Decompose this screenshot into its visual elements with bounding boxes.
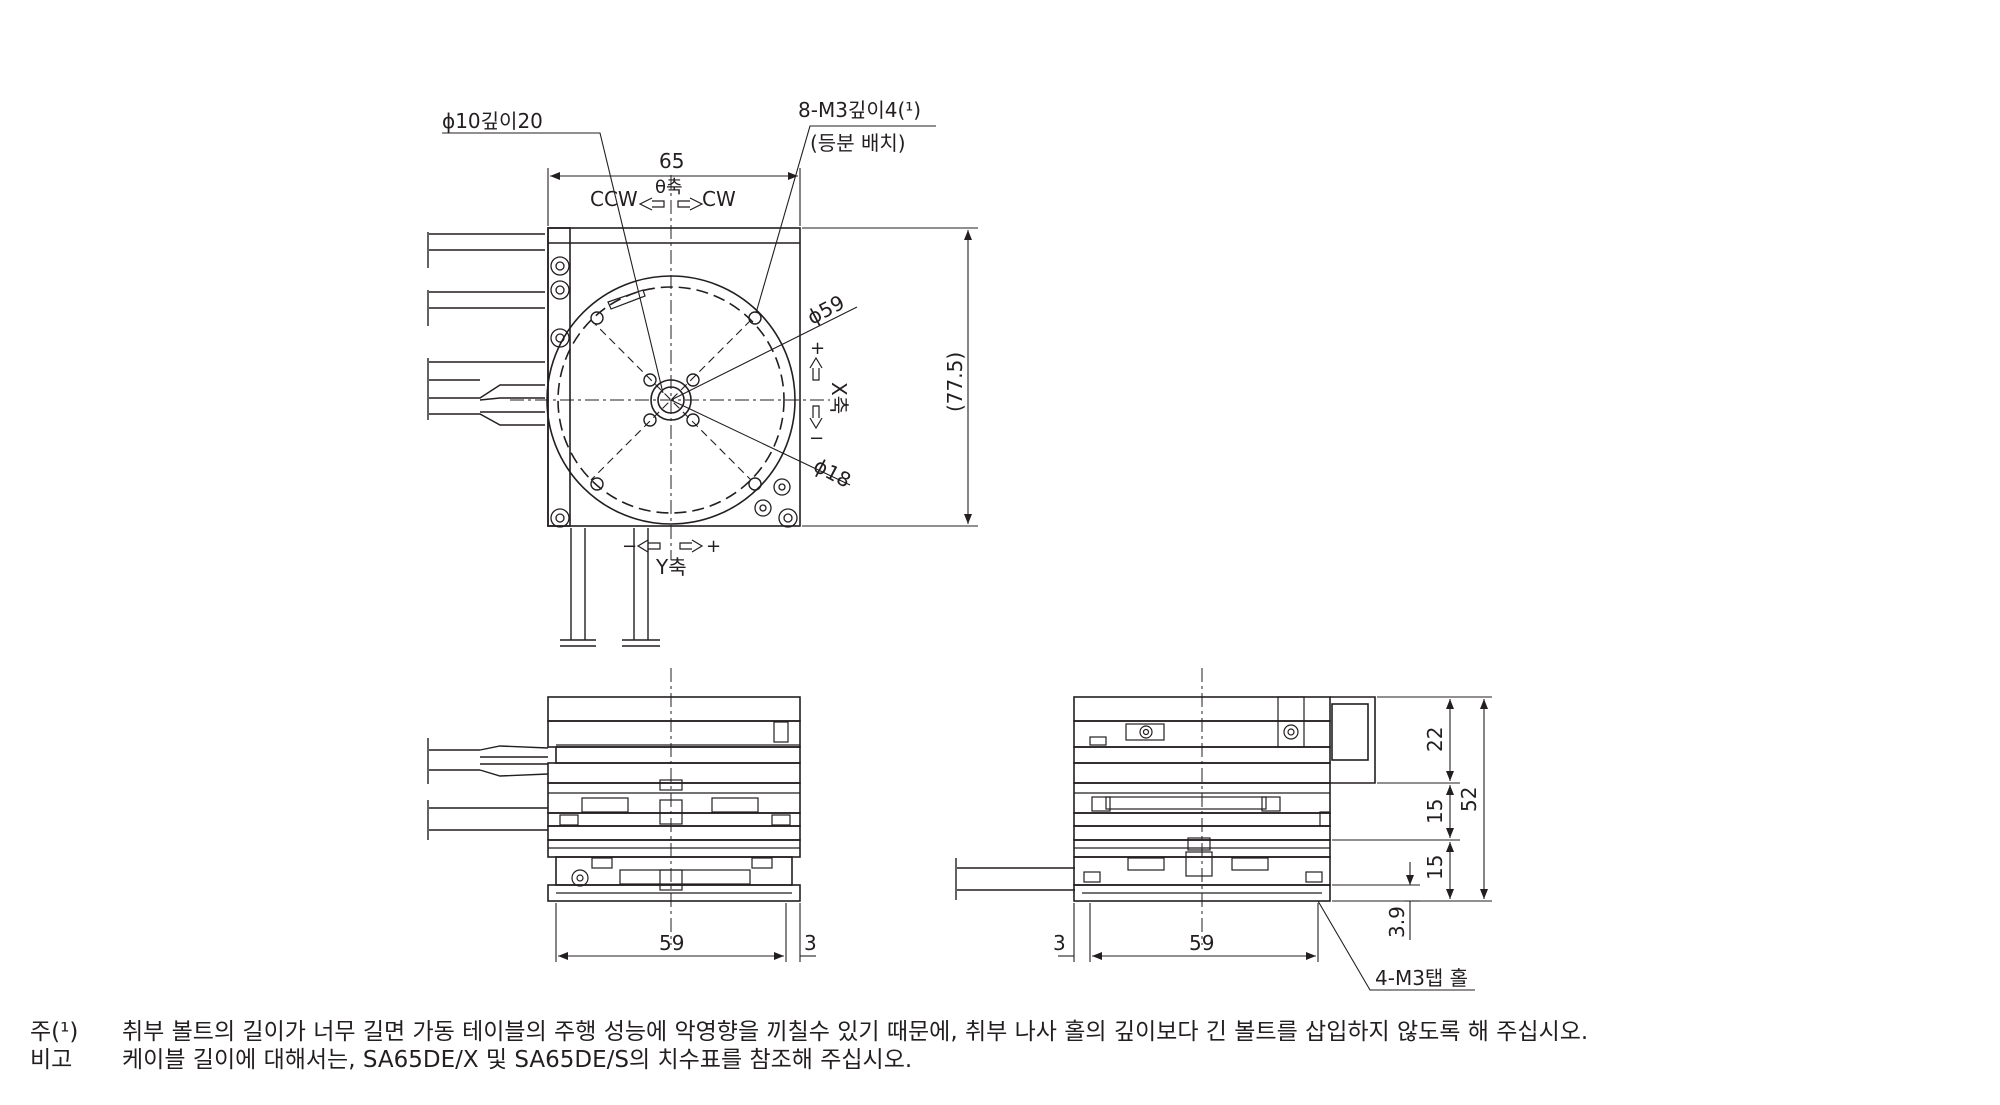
front-dims bbox=[555, 903, 816, 962]
front-width-59-label: 59 bbox=[659, 931, 684, 955]
note-1: 주(¹) 취부 볼트의 길이가 너무 길면 가동 테이블의 주행 성능에 악영향… bbox=[30, 1018, 1588, 1046]
y-axis-label: Y축 bbox=[655, 555, 687, 579]
y-plus-label: + bbox=[706, 536, 721, 557]
side-offset-3-label: 3 bbox=[1053, 931, 1066, 955]
dia-59-label: ϕ59 bbox=[803, 290, 848, 329]
front-view bbox=[427, 668, 816, 962]
cw-label: CW bbox=[702, 187, 736, 211]
side-height-15b-label: 15 bbox=[1423, 855, 1447, 880]
front-cables bbox=[427, 738, 549, 840]
width-65-label: 65 bbox=[659, 149, 684, 173]
dia-18-label: ϕ18 bbox=[810, 453, 855, 492]
height-77-5-label: (77.5) bbox=[943, 352, 967, 412]
dim-77-5 bbox=[802, 227, 978, 527]
side-height-dims bbox=[1332, 696, 1492, 940]
note-2-mark: 비고 bbox=[30, 1047, 73, 1073]
note-2: 비고 케이블 길이에 대해서는, SA65DE/X 및 SA65DE/S의 치수… bbox=[30, 1046, 1588, 1074]
stage-body bbox=[547, 227, 801, 527]
side-tap-label: 4-M3탭 홀 bbox=[1375, 966, 1468, 990]
hole-depth-label: ϕ10깊이20 bbox=[442, 109, 543, 133]
theta-axis-label: θ축 bbox=[655, 177, 683, 198]
top-stand bbox=[560, 528, 660, 647]
side-width-59-label: 59 bbox=[1189, 931, 1214, 955]
centerlines bbox=[510, 175, 830, 560]
top-cables bbox=[427, 232, 545, 426]
side-cable bbox=[955, 858, 1075, 900]
side-height-22-label: 22 bbox=[1423, 727, 1447, 752]
y-minus-label: − bbox=[622, 536, 637, 557]
y-axis-arrows bbox=[636, 539, 704, 553]
dim-65 bbox=[547, 168, 801, 226]
note-2-text: 케이블 길이에 대해서는, SA65DE/X 및 SA65DE/S의 치수표를 … bbox=[122, 1047, 913, 1073]
x-axis-arrows bbox=[809, 356, 823, 430]
notes: 주(¹) 취부 볼트의 길이가 너무 길면 가동 테이블의 주행 성능에 악영향… bbox=[30, 1018, 1588, 1074]
side-height-3-9-label: 3.9 bbox=[1385, 906, 1409, 938]
side-height-52-label: 52 bbox=[1457, 787, 1481, 812]
side-width-dims bbox=[1058, 903, 1319, 962]
corner-screws bbox=[550, 256, 798, 528]
side-housing bbox=[1330, 696, 1376, 784]
ccw-label: CCW bbox=[590, 187, 638, 211]
rotary-top-plate bbox=[547, 696, 801, 722]
x-minus-label: − bbox=[809, 428, 824, 449]
tap-arrangement-label: (등분 배치) bbox=[810, 131, 906, 155]
theta-arrows bbox=[638, 197, 704, 211]
front-offset-3-label: 3 bbox=[804, 931, 817, 955]
tap-label: 8-M3깊이4(¹) bbox=[798, 98, 921, 122]
x-axis-label: X축 bbox=[827, 382, 851, 414]
note-1-mark: 주(¹) bbox=[30, 1019, 79, 1045]
top-view bbox=[427, 125, 978, 647]
note-1-text: 취부 볼트의 길이가 너무 길면 가동 테이블의 주행 성능에 악영향을 끼칠수… bbox=[122, 1019, 1589, 1045]
x-plus-label: + bbox=[810, 338, 825, 359]
tap-holes bbox=[590, 311, 762, 491]
side-view bbox=[955, 668, 1492, 991]
side-height-15a-label: 15 bbox=[1423, 799, 1447, 824]
